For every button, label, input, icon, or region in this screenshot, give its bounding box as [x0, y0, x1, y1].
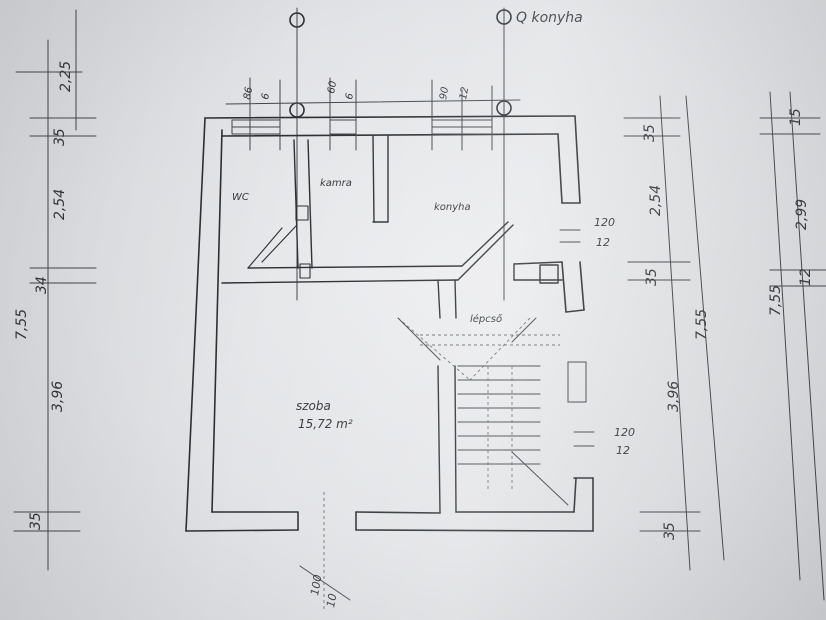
dim-left-total: 7,55 [14, 309, 30, 340]
dim-window-1b: 12 [596, 236, 610, 249]
room-label-konyha: konyha [434, 202, 471, 213]
dim-window-2a: 120 [614, 426, 635, 439]
dim-left-b: 35 [52, 128, 68, 146]
dim-right-5: 35 [662, 522, 678, 540]
dim-far-2: 2,99 [794, 199, 810, 230]
top-note: Q konyha [516, 10, 583, 26]
dim-far-total: 7,55 [768, 285, 784, 316]
room-area-szoba: 15,72 m² [298, 417, 353, 431]
dim-right-1: 35 [642, 124, 658, 142]
dim-top-6: 6 [344, 92, 356, 100]
inner-walls [221, 135, 563, 514]
dim-right-2: 2,54 [648, 185, 664, 216]
room-label-wc: WC [232, 192, 249, 203]
dim-top-2: 60 [326, 80, 339, 94]
dim-far-3: 12 [798, 268, 814, 286]
dim-window-2b: 12 [616, 444, 630, 457]
room-label-stair: lépcső [470, 313, 503, 325]
axis-marker [496, 100, 512, 116]
dim-left-d: 34 [34, 276, 50, 294]
dim-top-5: 6 [260, 92, 272, 100]
dim-top-1: 86 [242, 86, 255, 100]
dim-right-total: 7,55 [694, 309, 710, 340]
dim-top-4: 12 [458, 86, 471, 100]
dim-right-4: 3,96 [666, 381, 682, 412]
axis-marker [496, 9, 512, 25]
staircase [397, 317, 587, 506]
dim-door-b: 10 [324, 592, 339, 608]
axis-marker [289, 12, 305, 28]
room-label-kamra: kamra [320, 178, 352, 189]
wc-fixture [247, 205, 311, 279]
dim-window-1a: 120 [594, 216, 615, 229]
top-dimension-ticks [225, 77, 521, 151]
dim-top-3: 90 [438, 86, 451, 100]
axis-lines [289, 7, 512, 301]
dim-left-f: 35 [28, 512, 44, 530]
right-dimension-line [623, 95, 725, 571]
dim-left-c: 2,54 [52, 189, 68, 220]
room-label-szoba: szoba [296, 399, 331, 413]
far-right-dimension-line [759, 91, 826, 601]
left-dimension-line [13, 9, 97, 571]
dim-left-a: 2,25 [58, 61, 74, 92]
dim-door-a: 100 [308, 574, 324, 597]
door-opening [299, 492, 351, 612]
dim-left-e: 3,96 [50, 381, 66, 412]
outer-walls [185, 115, 594, 532]
dim-right-3: 35 [644, 268, 660, 286]
dim-far-1: 15 [788, 108, 804, 126]
